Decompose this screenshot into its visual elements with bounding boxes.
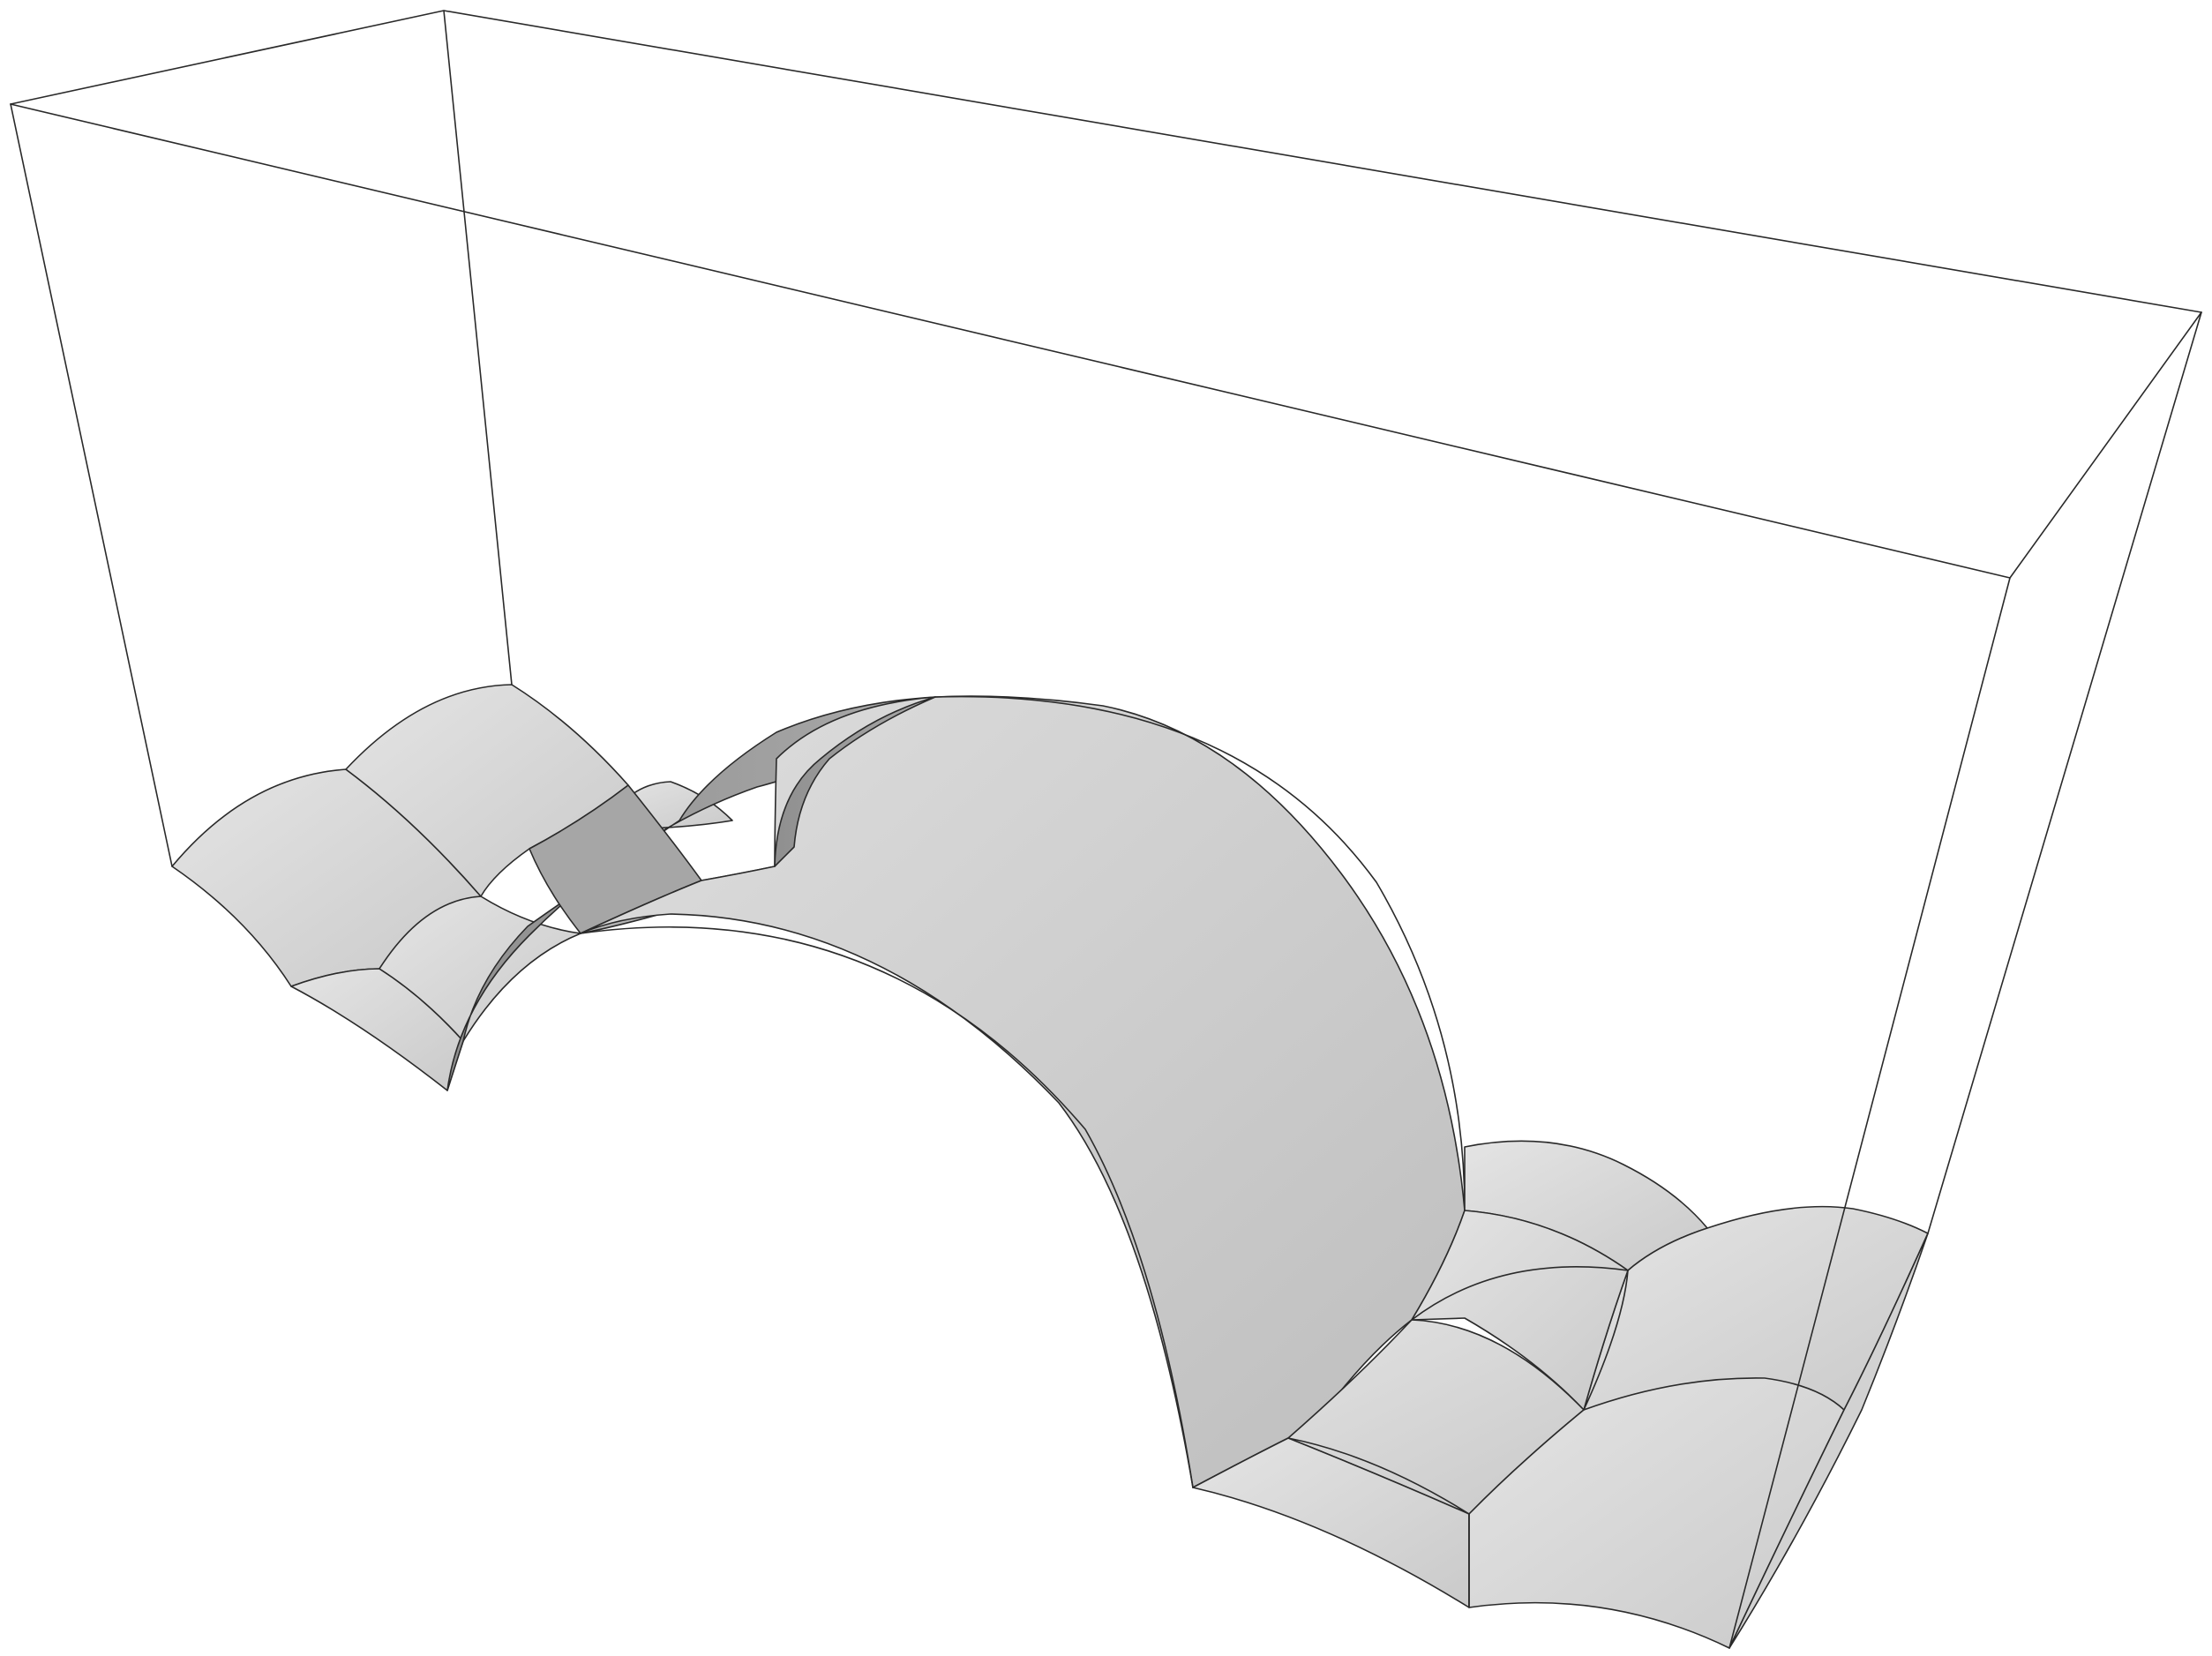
right-vault-front-left-web	[1192, 1437, 1470, 1608]
bbox-top-front-edge	[10, 103, 2202, 579]
arch-intrados	[580, 695, 1466, 1488]
arch-inner-edge	[580, 925, 1194, 1488]
arch-crown-edge	[934, 695, 1466, 1211]
right-vault-cluster	[1192, 1140, 1929, 1649]
left-vault-cluster	[171, 684, 936, 1091]
central-arch	[580, 695, 1466, 1488]
bbox-left-front-vertical	[10, 103, 173, 867]
bbox-top-back-edge	[10, 10, 2202, 313]
right-vault-rib-1	[1411, 1266, 1629, 1321]
right-vault-front-right-web	[1728, 1233, 1929, 1649]
right-vault-rib-2	[1583, 1270, 1629, 1411]
bbox-right-front-vertical	[1728, 577, 2011, 1649]
bbox-left-back-vertical	[443, 10, 513, 686]
right-vault-rib-4	[1287, 1437, 1470, 1515]
bounding-box-wireframe	[10, 10, 2202, 1649]
right-vault-front-right	[1468, 1377, 1845, 1649]
bbox-right-back-vertical	[1927, 311, 2202, 1234]
